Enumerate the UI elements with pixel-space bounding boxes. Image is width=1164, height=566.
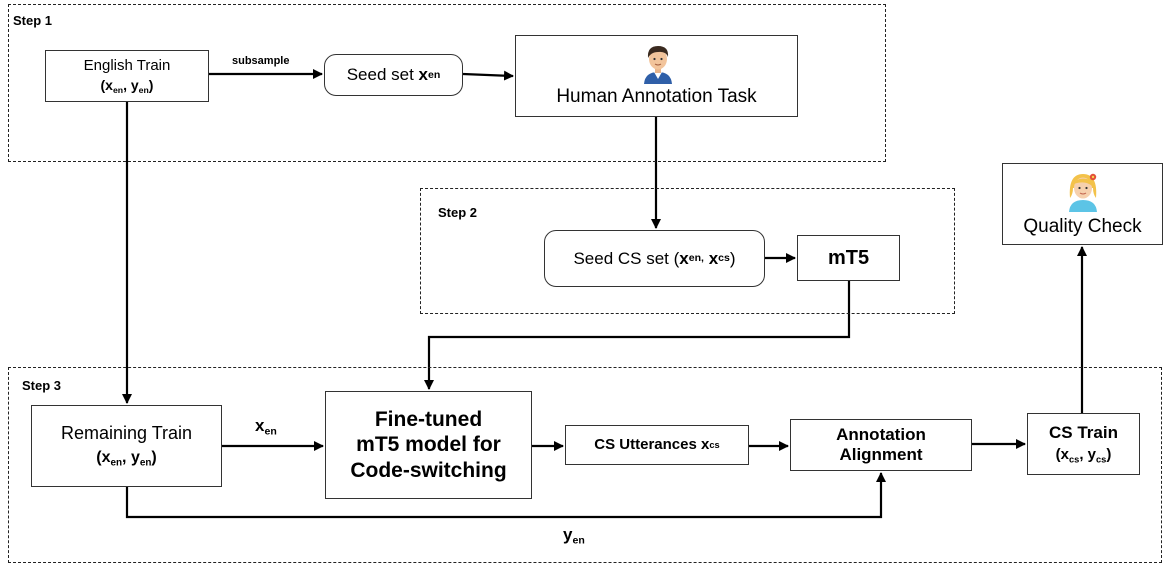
step3-label: Step 3 xyxy=(22,378,62,393)
alignment-line2: Alignment xyxy=(839,445,923,464)
step1-region xyxy=(8,4,886,162)
step2-region xyxy=(420,188,955,314)
subsample-label: subsample xyxy=(232,55,290,67)
step3-region xyxy=(8,367,1162,563)
cs-train-vars: (xcs, ycs) xyxy=(1055,446,1112,465)
annotation-alignment-node: Annotation Alignment xyxy=(790,419,972,471)
quality-check-title: Quality Check xyxy=(1023,216,1142,238)
female-checker-icon xyxy=(1069,173,1097,212)
english-train-title: English Train xyxy=(83,57,171,75)
english-train-vars: (xen, yen) xyxy=(100,76,154,95)
step2-label: Step 2 xyxy=(438,205,478,220)
cs-train-title: CS Train xyxy=(1049,422,1118,442)
finetuned-line3: Code-switching xyxy=(350,458,507,482)
quality-check-node: Quality Check xyxy=(1002,163,1163,245)
human-annotation-title: Human Annotation Task xyxy=(556,86,757,108)
step1-label: Step 1 xyxy=(13,13,53,28)
cs-train-node: CS Train (xcs, ycs) xyxy=(1027,413,1140,475)
arrow-seed-to-human xyxy=(462,70,514,81)
mt5-title: mT5 xyxy=(827,246,870,269)
arrow-yen-to-alignment xyxy=(125,472,886,519)
arrow-mt5-to-finetuned xyxy=(424,281,851,390)
seed-set-title: Seed set xyxy=(346,65,419,85)
remaining-train-title: Remaining Train xyxy=(60,423,193,444)
finetuned-mt5-node: Fine-tuned mT5 model for Code-switching xyxy=(325,391,532,499)
alignment-line1: Annotation xyxy=(836,425,926,445)
finetuned-line1: Fine-tuned xyxy=(374,408,483,432)
male-annotator-icon xyxy=(644,46,672,84)
human-annotation-node: Human Annotation Task xyxy=(515,35,798,117)
x-en-label: xen xyxy=(255,416,277,438)
y-en-label: yen xyxy=(563,525,585,547)
remaining-train-node: Remaining Train (xen, yen) xyxy=(31,405,222,487)
mt5-node: mT5 xyxy=(797,235,900,281)
english-train-node: English Train (xen, yen) xyxy=(45,50,209,102)
remaining-train-vars: (xen, yen) xyxy=(96,448,157,469)
finetuned-line2: mT5 model for xyxy=(356,433,501,457)
